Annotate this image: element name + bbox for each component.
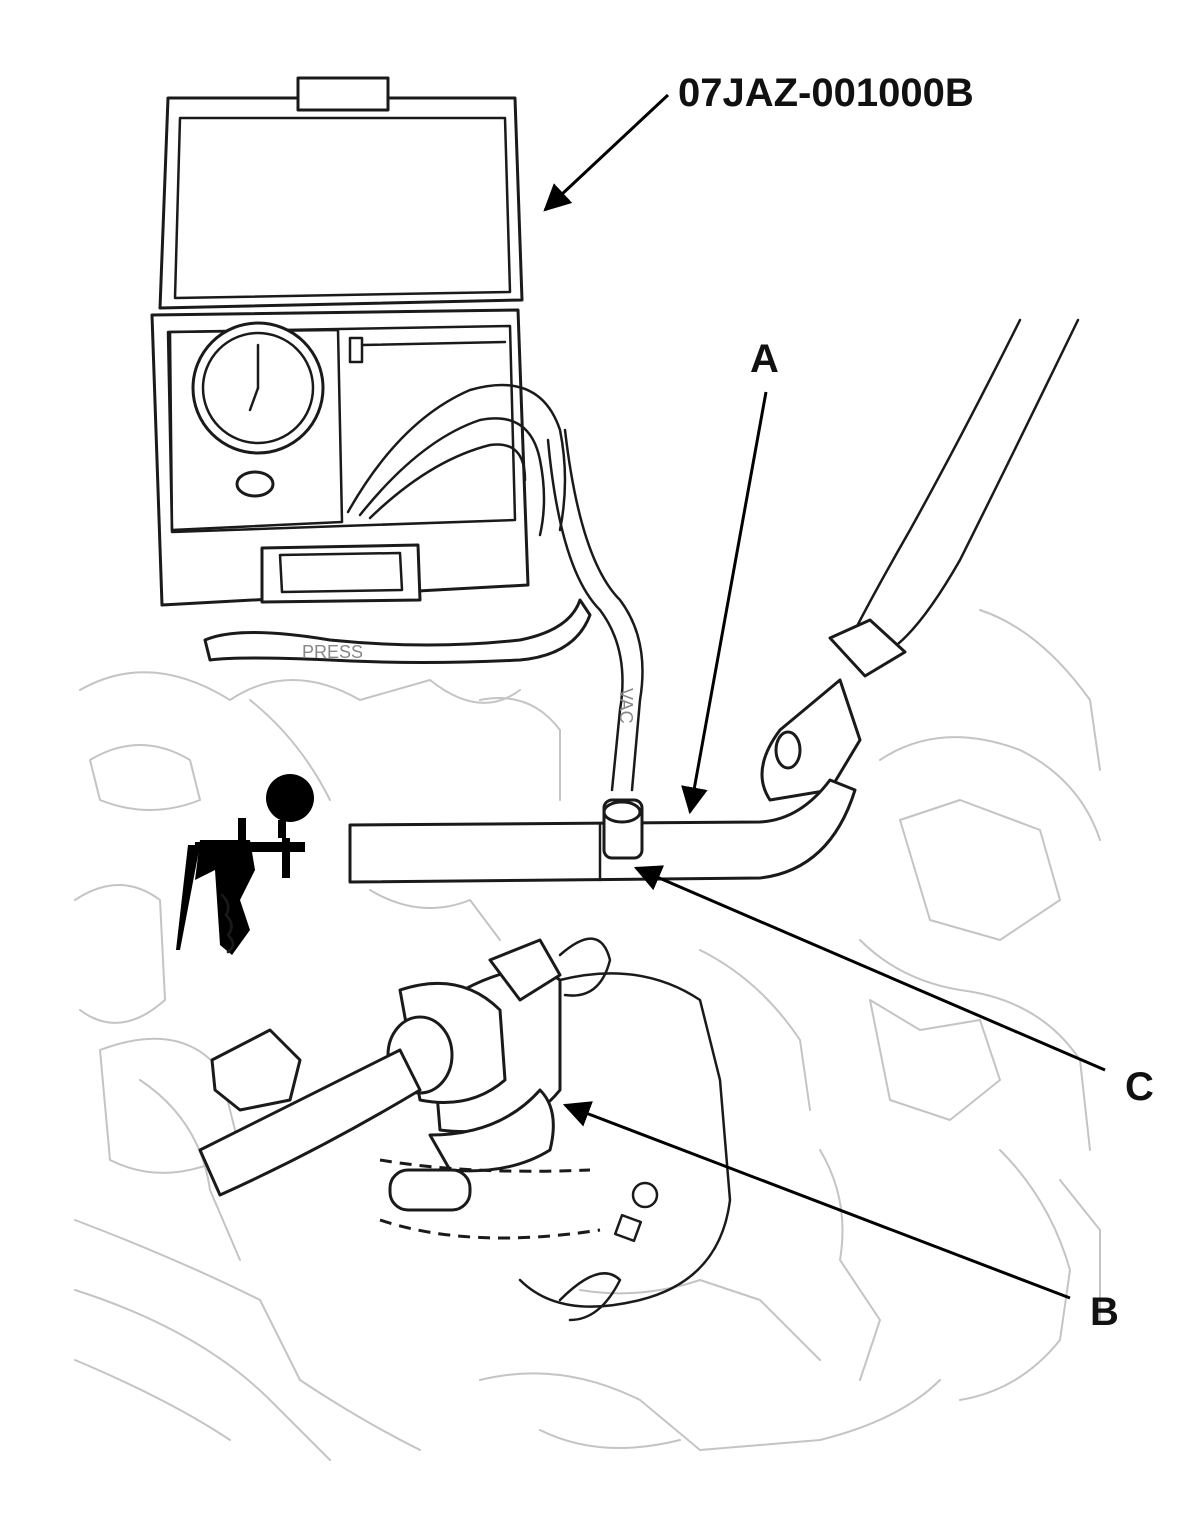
component-b (198, 937, 732, 1322)
vac-hose: VAC (546, 428, 644, 792)
t-fitting-c (602, 798, 644, 860)
tool-number-label: 07JAZ-001000B (678, 71, 974, 115)
callout-b: B (1090, 1290, 1119, 1334)
vac-hose-marking: VAC (616, 688, 636, 724)
leader-lines (543, 93, 1106, 1300)
engine-bay-background (74, 609, 1101, 1461)
press-hose-marking: PRESS (302, 642, 363, 662)
pressure-tester-kit-icon: PRESS (150, 76, 592, 664)
upper-hose (760, 318, 1080, 802)
vacuum-pump-gauge-icon (176, 774, 314, 955)
callout-a: A (750, 337, 779, 381)
callout-c: C (1125, 1065, 1154, 1109)
